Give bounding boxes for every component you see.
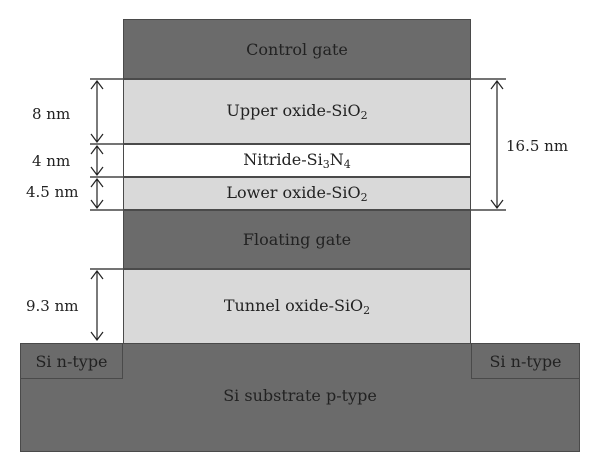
arrowhead-ono-bottom [490, 199, 504, 209]
control-gate-label: Control gate [246, 39, 348, 59]
floating-gate-layer: Floating gate [123, 210, 471, 269]
arrowhead-tunnel-oxide-bottom [90, 331, 104, 341]
arrowhead-lower-oxide-bottom [90, 199, 104, 209]
lower-oxide-layer: Lower oxide-SiO2 [123, 177, 471, 210]
si-n-type-left: Si n-type [20, 343, 123, 379]
arrowhead-upper-oxide-bottom [90, 133, 104, 143]
drain-label: Si n-type [489, 351, 562, 371]
upper-oxide-layer: Upper oxide-SiO2 [123, 79, 471, 144]
upper-oxide-label: Upper oxide-SiO2 [226, 101, 368, 122]
arrowhead-nitride-top [90, 145, 104, 155]
dim-label-lower-oxide: 4.5 nm [26, 183, 79, 201]
lower-oxide-label: Lower oxide-SiO2 [226, 183, 368, 204]
substrate-label: Si substrate p-type [223, 386, 377, 405]
dim-label-tunnel-oxide: 9.3 nm [26, 297, 79, 315]
dim-label-upper-oxide: 8 nm [32, 105, 71, 123]
control-gate-layer: Control gate [123, 19, 471, 79]
arrowhead-lower-oxide-top [90, 178, 104, 188]
nitride-label: Nitride-Si3N4 [243, 150, 351, 171]
si-n-type-right: Si n-type [471, 343, 580, 379]
tunnel-oxide-label: Tunnel oxide-SiO2 [223, 296, 371, 317]
arrowhead-upper-oxide-top [90, 80, 104, 90]
arrowhead-tunnel-oxide-top [90, 270, 104, 280]
arrowhead-nitride-bottom [90, 166, 104, 176]
source-label: Si n-type [35, 351, 108, 371]
nitride-layer: Nitride-Si3N4 [123, 144, 471, 177]
tunnel-oxide-layer: Tunnel oxide-SiO2 [123, 269, 471, 344]
arrowhead-ono-top [490, 80, 504, 90]
dim-label-nitride: 4 nm [32, 152, 71, 170]
floating-gate-label: Floating gate [242, 230, 352, 249]
dim-label-ono-stack: 16.5 nm [506, 137, 569, 155]
